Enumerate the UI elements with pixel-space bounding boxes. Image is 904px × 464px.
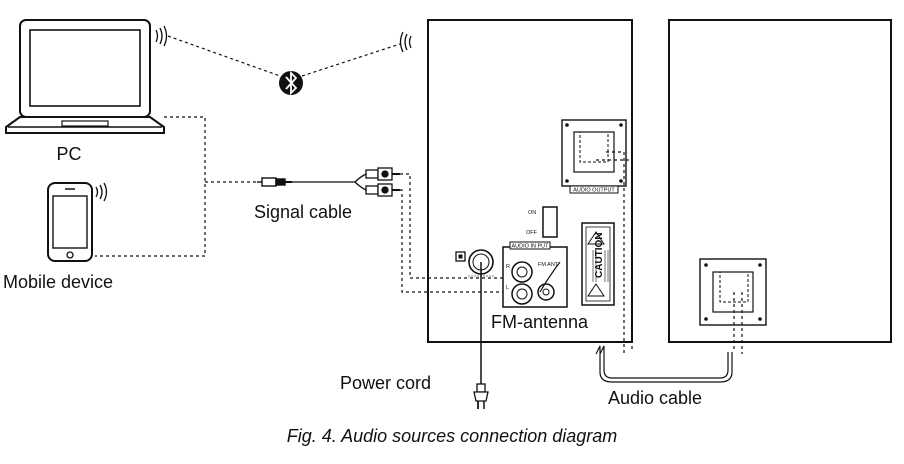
rca-plug-left [365, 183, 400, 197]
caution-label: CAUTION [581, 222, 615, 306]
mini-jack-plug [257, 177, 292, 187]
source-connection-lines [95, 116, 257, 257]
signal-cable [292, 173, 367, 191]
audio-input-panel: AUDIO IN PUT R L FM ANT [502, 241, 568, 308]
bluetooth-link [167, 35, 401, 77]
passive-speaker-rear-panel [668, 19, 892, 343]
mobile-phone-icon [47, 182, 93, 262]
audio-cable-label: Audio cable [608, 388, 702, 408]
caution-text: CAUTION [594, 232, 605, 278]
mobile-device-label: Mobile device [3, 272, 113, 292]
input-r-label: R [506, 264, 510, 270]
audio-output-terminal: AUDIO OUTPUT [561, 119, 627, 194]
indicator-square-inner [458, 254, 463, 259]
audio-input-label: AUDIO IN PUT [512, 244, 550, 250]
switch-on-label: ON [528, 210, 536, 216]
wireless-signal-icon [95, 182, 108, 202]
rca-plug-right [365, 167, 400, 181]
signal-cable-label: Signal cable [254, 202, 352, 222]
switch-off-label: OFF [526, 230, 538, 236]
passive-speaker-input-terminal [699, 258, 767, 326]
input-l-label: L [506, 285, 509, 291]
fm-antenna-wire [539, 261, 561, 293]
audio-output-label: AUDIO OUTPUT [573, 188, 615, 194]
wireless-signal-icon [155, 25, 168, 47]
power-cord-label: Power cord [340, 373, 431, 393]
audio-cable [595, 151, 743, 383]
power-cord [473, 262, 489, 409]
fm-antenna-label: FM-antenna [491, 312, 589, 332]
wireless-signal-icon [399, 31, 412, 53]
laptop-icon [5, 19, 165, 134]
pc-label: PC [56, 144, 81, 164]
figure-caption: Fig. 4. Audio sources connection diagram [287, 426, 618, 446]
fm-ant-label: FM ANT [538, 262, 559, 268]
power-switch: ON OFF [526, 206, 558, 238]
rca-dashed-runs [400, 173, 506, 293]
bluetooth-icon [279, 70, 303, 96]
